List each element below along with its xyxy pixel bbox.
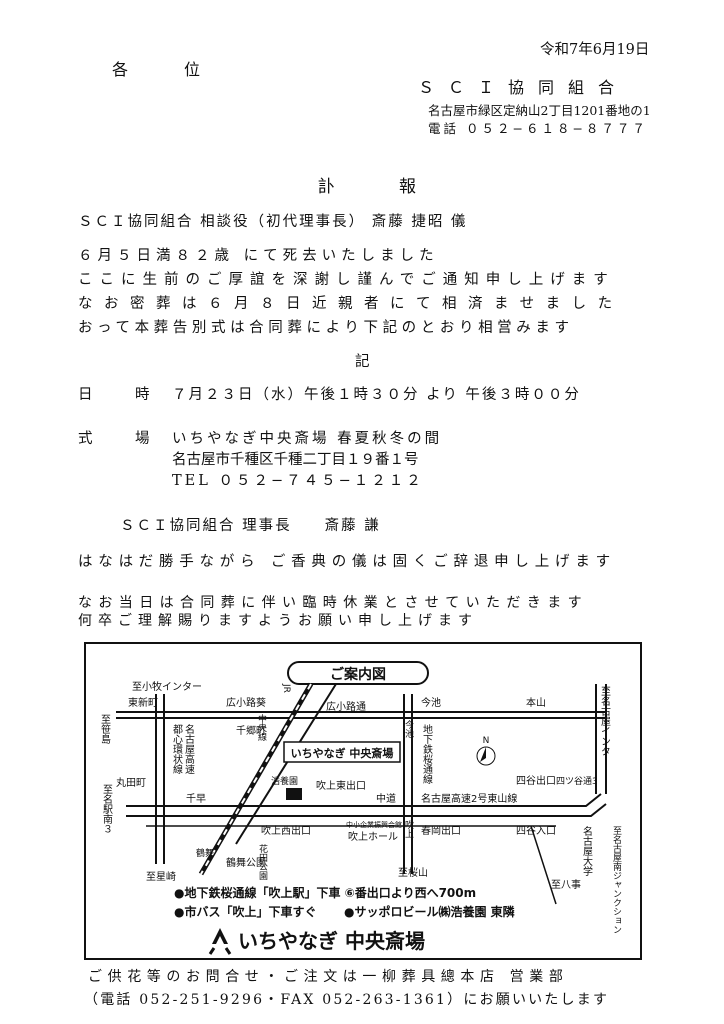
venue-label: 式 場 [78, 431, 164, 447]
map-label: 浩養園 [271, 775, 298, 787]
venue-marker [286, 788, 302, 800]
map-label: 丸田町 [116, 776, 146, 789]
schedule-value: ７月２３日（水）午後１時３０分 より 午後３時００分 [172, 387, 581, 403]
direction-line: ●サッポロビール㈱浩養園 東隣 [344, 904, 515, 919]
map-label: 至笹島 [99, 714, 111, 745]
map-label: 広小路葵 [226, 696, 266, 709]
map-label: 至名駅南３ [101, 784, 113, 834]
map-label: 地下鉄桜通線 [421, 723, 433, 784]
map-label: 四ツ谷通3 [556, 776, 598, 787]
ki-heading: 記 [355, 354, 370, 370]
date: 令和7年6月19日 [540, 42, 650, 58]
map-label: 至八事 [551, 878, 581, 891]
declines-line: はなはだ勝手ながら ご香典の儀は固くご辞退申し上げます [78, 554, 616, 570]
venue-name: いちやなぎ中央斎場 春夏秋冬の間 [172, 431, 443, 447]
north-icon: N [483, 736, 490, 746]
map-label: 花田公園 [257, 843, 268, 881]
map-label: 広小路通 [326, 700, 366, 713]
map-label: 中道 [376, 792, 396, 805]
body-line: おって本葬告別式は合同葬により下記のとおり相営みます [78, 320, 574, 336]
map-label: 鶴舞 [196, 847, 214, 859]
map-label: 中央線 [256, 713, 267, 741]
body-line: ６月５日満８２歳 にて死去いたしました [78, 248, 439, 264]
map-label: 名古屋大学 [581, 825, 593, 876]
venue-tel: TEL ０５２−７４５−１２１２ [172, 473, 424, 489]
brand-name: いちやなぎ 中央斎場 [238, 929, 425, 953]
map-label: 至桜山 [398, 866, 428, 879]
direction-line: ●市バス「吹上」下車すぐ [174, 904, 316, 919]
venue-map-label: いちやなぎ 中央斎場 [291, 746, 394, 760]
schedule-label: 日 時 [78, 387, 164, 403]
map-label: 至名古屋南ジャンクション [611, 826, 622, 934]
deceased-line: ＳＣＩ協同組合 相談役（初代理事長） 斎藤 捷昭 儀 [78, 214, 468, 230]
map-label: 今池 [421, 696, 441, 709]
map-label: 千郷町 [236, 725, 266, 737]
access-map: ご案内図 いちやなぎ 中央斎場 N 至小牧インター [84, 642, 642, 960]
brand-logo-icon [208, 928, 232, 955]
map-label: 名古屋高速 [183, 723, 195, 774]
map-label: 東新町 [128, 696, 158, 709]
map-label: 四谷出口 [516, 774, 556, 787]
map-label: 吹上 [403, 819, 414, 838]
footer-line: （電話 052-251-9296・FAX 052-263-1361）にお願いいた… [84, 992, 610, 1008]
closing-line: 何卒ご理解賜りますようお願い申し上げます [78, 613, 478, 629]
body-line: なお密葬は６月８日近親者にて相済ませました [78, 296, 624, 312]
map-label: 至星崎 [146, 870, 176, 883]
map-label: 名古屋高速2号東山線 [421, 792, 517, 805]
map-label: 春岡出口 [421, 824, 461, 837]
map-label: 都心環状線 [171, 724, 183, 774]
org-name: ＳＣＩ協同組合 [418, 78, 629, 97]
closing-line: なお当日は合同葬に伴い臨時休業とさせていただきます [78, 595, 588, 611]
map-label: 吹上西出口 [261, 824, 311, 837]
map-label: 今池 [403, 719, 414, 738]
map-label: 四谷入口 [516, 825, 556, 837]
map-label: 吹上東出口 [316, 779, 366, 792]
map-label: 千早 [186, 793, 206, 805]
direction-line: ●地下鉄桜通線「吹上駅」下車 ⑥番出口より西へ700m [174, 885, 476, 900]
map-label: 中小企業振興会館 [346, 820, 402, 829]
chief-line: ＳＣＩ協同組合 理事長 斎藤 謙 [120, 518, 381, 534]
addressee: 各 位 [112, 60, 209, 79]
map-label: 吹上ホール [348, 830, 398, 843]
footer-line: ご供花等のお問合せ・ご注文は一柳葬具總本店 営業部 [88, 969, 569, 985]
body-line: ここに生前のご厚誼を深謝し謹んでご通知申し上げます [78, 272, 615, 288]
map-label: 鶴舞公園 [226, 856, 266, 869]
map-title: ご案内図 [330, 666, 386, 683]
map-label: 本山 [526, 696, 546, 709]
page-title: 訃 報 [318, 177, 426, 197]
map-label: 至名古屋インター [599, 686, 611, 766]
map-label: 至小牧インター [132, 680, 202, 693]
org-phone: 電話 ０５２−６１８−８７７７ [428, 121, 648, 136]
venue-address: 名古屋市千種区千種二丁目１９番１号 [172, 452, 419, 468]
map-label: JR [281, 683, 291, 693]
org-address: 名古屋市緑区定納山2丁目1201番地の1 [428, 103, 651, 118]
